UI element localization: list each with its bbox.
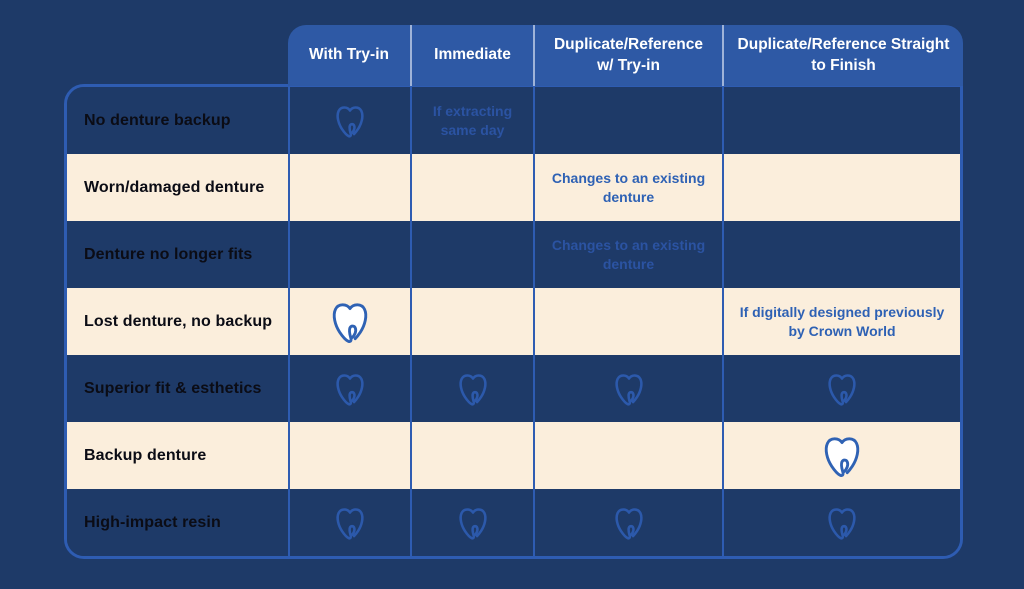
table-row: Backup denture [67,422,960,489]
table-row: Worn/damaged denture Changes to an existi… [67,154,960,221]
column-header: Duplicate/Reference w/ Try-in [533,25,722,86]
table-row: Denture no longer fits Changes to an exis… [67,221,960,288]
table-cell [722,87,960,154]
tooth-icon [336,105,364,138]
table-row: High-impact resin [67,489,960,556]
table-cell [288,288,410,355]
table-cell: If digitally designed previously by Crow… [722,288,960,355]
table-cell [722,221,960,288]
row-label: Lost denture, no backup [84,312,273,330]
tooth-icon [614,507,643,540]
table-cell [722,154,960,221]
row-label: No denture backup [84,111,231,129]
tooth-icon [828,373,856,406]
row-label: Backup denture [84,446,207,464]
table-cell [533,288,722,355]
tooth-icon [828,507,856,540]
table-cell [410,422,533,489]
table-cell [410,355,533,422]
table-cell [288,422,410,489]
table-row: Superior fit & esthetics [67,355,960,422]
row-label: High-impact resin [84,513,221,531]
table-row: Lost denture, no backup If digitally desi… [67,288,960,355]
cell-note: If digitally designed previously by Crow… [739,303,945,339]
column-header: Immediate [410,25,533,86]
tooth-icon [336,373,364,406]
row-label: Denture no longer fits [84,245,253,263]
table-cell [410,288,533,355]
table-cell: Changes to an existing denture [533,221,722,288]
cell-note: Changes to an existing denture [551,169,706,205]
table-cell [288,489,410,556]
tooth-icon [332,302,368,343]
tooth-icon [614,373,643,406]
tooth-icon [824,436,860,477]
cell-note: If extracting same day [432,102,513,138]
table-cell [288,355,410,422]
row-label: Superior fit & esthetics [84,379,262,397]
cell-note: Changes to an existing denture [551,236,706,272]
table-cell [288,87,410,154]
column-header: Duplicate/Reference Straight to Finish [722,25,963,86]
table-cell [722,489,960,556]
table-cell [288,154,410,221]
table-row: No denture backup If extracting same day [67,87,960,154]
table-cell: If extracting same day [410,87,533,154]
table-cell [410,221,533,288]
table-cell [533,489,722,556]
tooth-icon [336,507,364,540]
table-cell [533,422,722,489]
tooth-icon [458,373,487,406]
tooth-icon [458,507,487,540]
table-cell [410,154,533,221]
row-label: Worn/damaged denture [84,178,265,196]
table-cell [722,355,960,422]
table-cell [722,422,960,489]
table-cell [533,87,722,154]
table-cell: Changes to an existing denture [533,154,722,221]
table-cell [533,355,722,422]
table-cell [410,489,533,556]
column-header: With Try-in [309,46,389,64]
table-cell [288,221,410,288]
